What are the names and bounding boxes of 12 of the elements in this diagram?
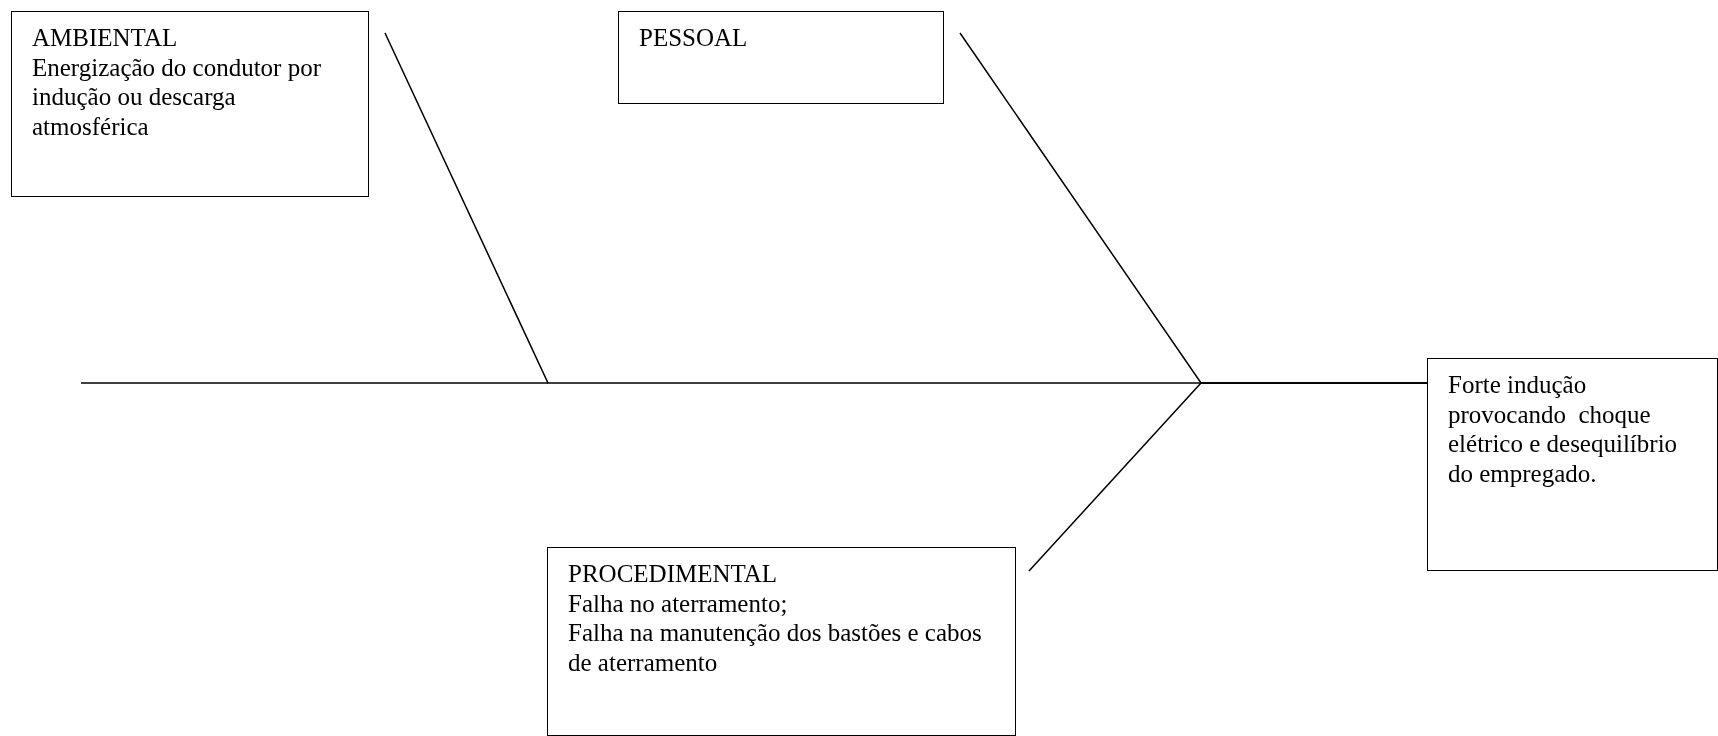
- cause-text: Energização do condutor por indução ou descarga atmosférica: [32, 52, 322, 141]
- fishbone-line: [1028, 382, 1428, 572]
- cause-box: [11, 11, 369, 197]
- cause-box: [618, 11, 944, 104]
- cause-text: Forte indução provocando choque elétrico e desequilíbrio do empregado.: [1448, 370, 1679, 488]
- category-heading: AMBIENTAL: [32, 23, 179, 53]
- cause-text: PESSOAL: [639, 23, 749, 53]
- cause-box: [547, 547, 1016, 736]
- cause-text: Falha no aterramento;: [568, 588, 789, 618]
- category-heading: PROCEDIMENTAL: [568, 559, 779, 589]
- effect-box: [1427, 358, 1718, 571]
- cause-text: Falha na manutenção dos bastões e cabos de aterramento: [568, 618, 983, 677]
